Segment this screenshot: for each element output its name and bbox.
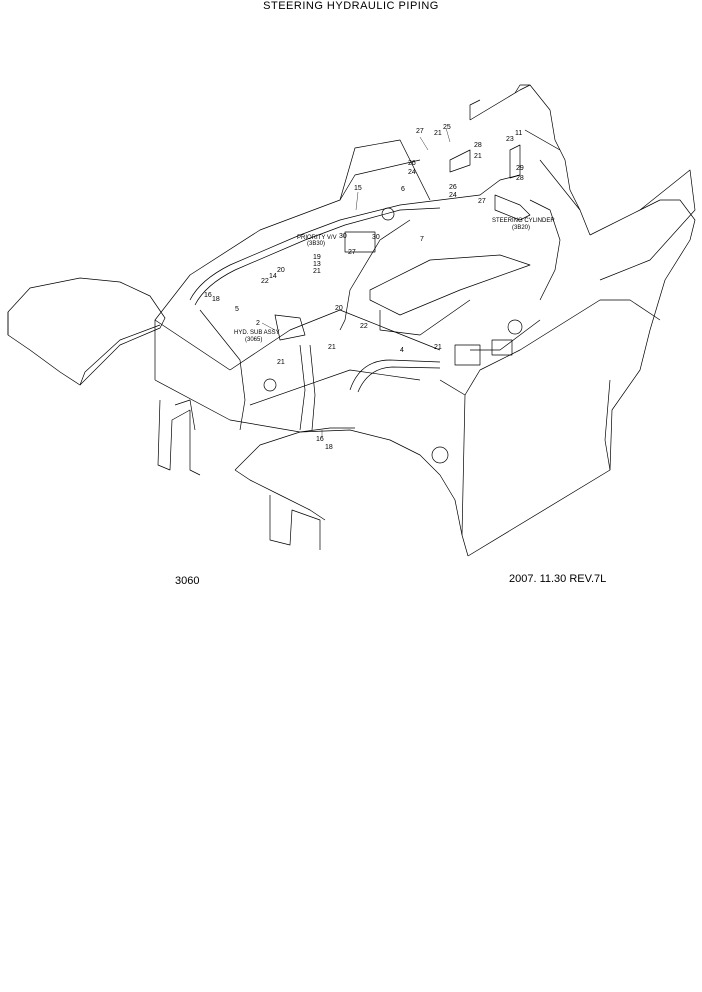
callout-26b: 26 (449, 184, 457, 191)
callout-11: 11 (515, 130, 522, 137)
hose-line-c (199, 309, 246, 431)
callout-29: 29 (516, 165, 524, 172)
callout-16b: 16 (316, 436, 324, 443)
callout-21a: 21 (434, 130, 442, 137)
callout-28b: 28 (516, 175, 524, 182)
callout-15: 15 (354, 185, 362, 192)
label-hyd-sub-assy: HYD. SUB ASSY (234, 330, 280, 336)
label-priority-valve: PRIORITY V/V (297, 235, 337, 241)
callout-21f: 21 (328, 344, 336, 351)
label-priority-valve-ref: (3B30) (307, 241, 325, 247)
callout-6: 6 (401, 186, 405, 193)
label-steering-cylinder: STEERING CYLINDER (492, 218, 555, 224)
callout-25: 25 (443, 124, 451, 131)
callout-2: 2 (256, 320, 260, 327)
callout-28a: 28 (474, 142, 482, 149)
callout-18a: 18 (212, 296, 220, 303)
left-leg (157, 399, 201, 476)
hose-line-b (194, 207, 441, 306)
hose-line-f (349, 359, 441, 391)
revision-date: 2007. 11.30 REV.7L (509, 573, 607, 585)
hose-line-d (299, 344, 306, 431)
callout-30b: 30 (372, 234, 380, 241)
hose-line-e (309, 344, 316, 431)
tank-port (431, 446, 449, 464)
hose-line-a (189, 174, 521, 301)
component-labels: PRIORITY V/V (3B30) STEERING CYLINDER (3… (234, 218, 555, 343)
callouts: 27 25 21 28 23 11 26 24 21 29 28 15 6 26… (204, 124, 524, 451)
steering-cylinder (494, 194, 531, 221)
steering-piping-diagram: 27 25 21 28 23 11 26 24 21 29 28 15 6 26… (7, 84, 696, 557)
callout-19: 19 (313, 254, 321, 261)
callout-30a: 30 (339, 233, 347, 240)
callout-22a: 22 (261, 278, 269, 285)
hyd-sub-assy-block (274, 314, 306, 341)
callout-20b: 20 (335, 305, 343, 312)
callout-27c: 27 (348, 249, 356, 256)
label-hyd-sub-assy-ref: (3065) (245, 337, 262, 343)
callout-14: 14 (269, 273, 277, 280)
callout-16a: 16 (204, 292, 212, 299)
callout-27b: 27 (478, 198, 486, 205)
callout-20a: 20 (277, 267, 285, 274)
callout-18b: 18 (325, 444, 333, 451)
callout-4: 4 (400, 347, 404, 354)
callout-24a: 24 (408, 169, 416, 176)
right-fender (234, 429, 469, 557)
callout-21d: 21 (434, 344, 442, 351)
callout-23: 23 (506, 136, 514, 143)
page-number: 3060 (175, 575, 200, 587)
callout-21b: 21 (474, 153, 482, 160)
frame-outline (154, 139, 431, 380)
left-fender (7, 277, 166, 386)
callout-24b: 24 (449, 192, 457, 199)
callout-21e: 21 (277, 359, 285, 366)
callout-5: 5 (235, 306, 239, 313)
right-leg (269, 495, 321, 550)
callout-7: 7 (420, 236, 424, 243)
frame-rail (369, 254, 531, 316)
callout-13: 13 (313, 261, 321, 268)
callout-22b: 22 (360, 323, 368, 330)
rear-body (467, 199, 696, 557)
callout-27a: 27 (416, 128, 424, 135)
upper-right-bracket (469, 84, 581, 211)
hose-line-g (339, 219, 411, 331)
page-title: STEERING HYDRAULIC PIPING (263, 0, 439, 12)
priority-valve-body (344, 231, 376, 253)
callout-26a: 26 (408, 160, 416, 167)
callout-21c: 21 (313, 268, 321, 275)
label-steering-cylinder-ref: (3B20) (512, 225, 530, 231)
